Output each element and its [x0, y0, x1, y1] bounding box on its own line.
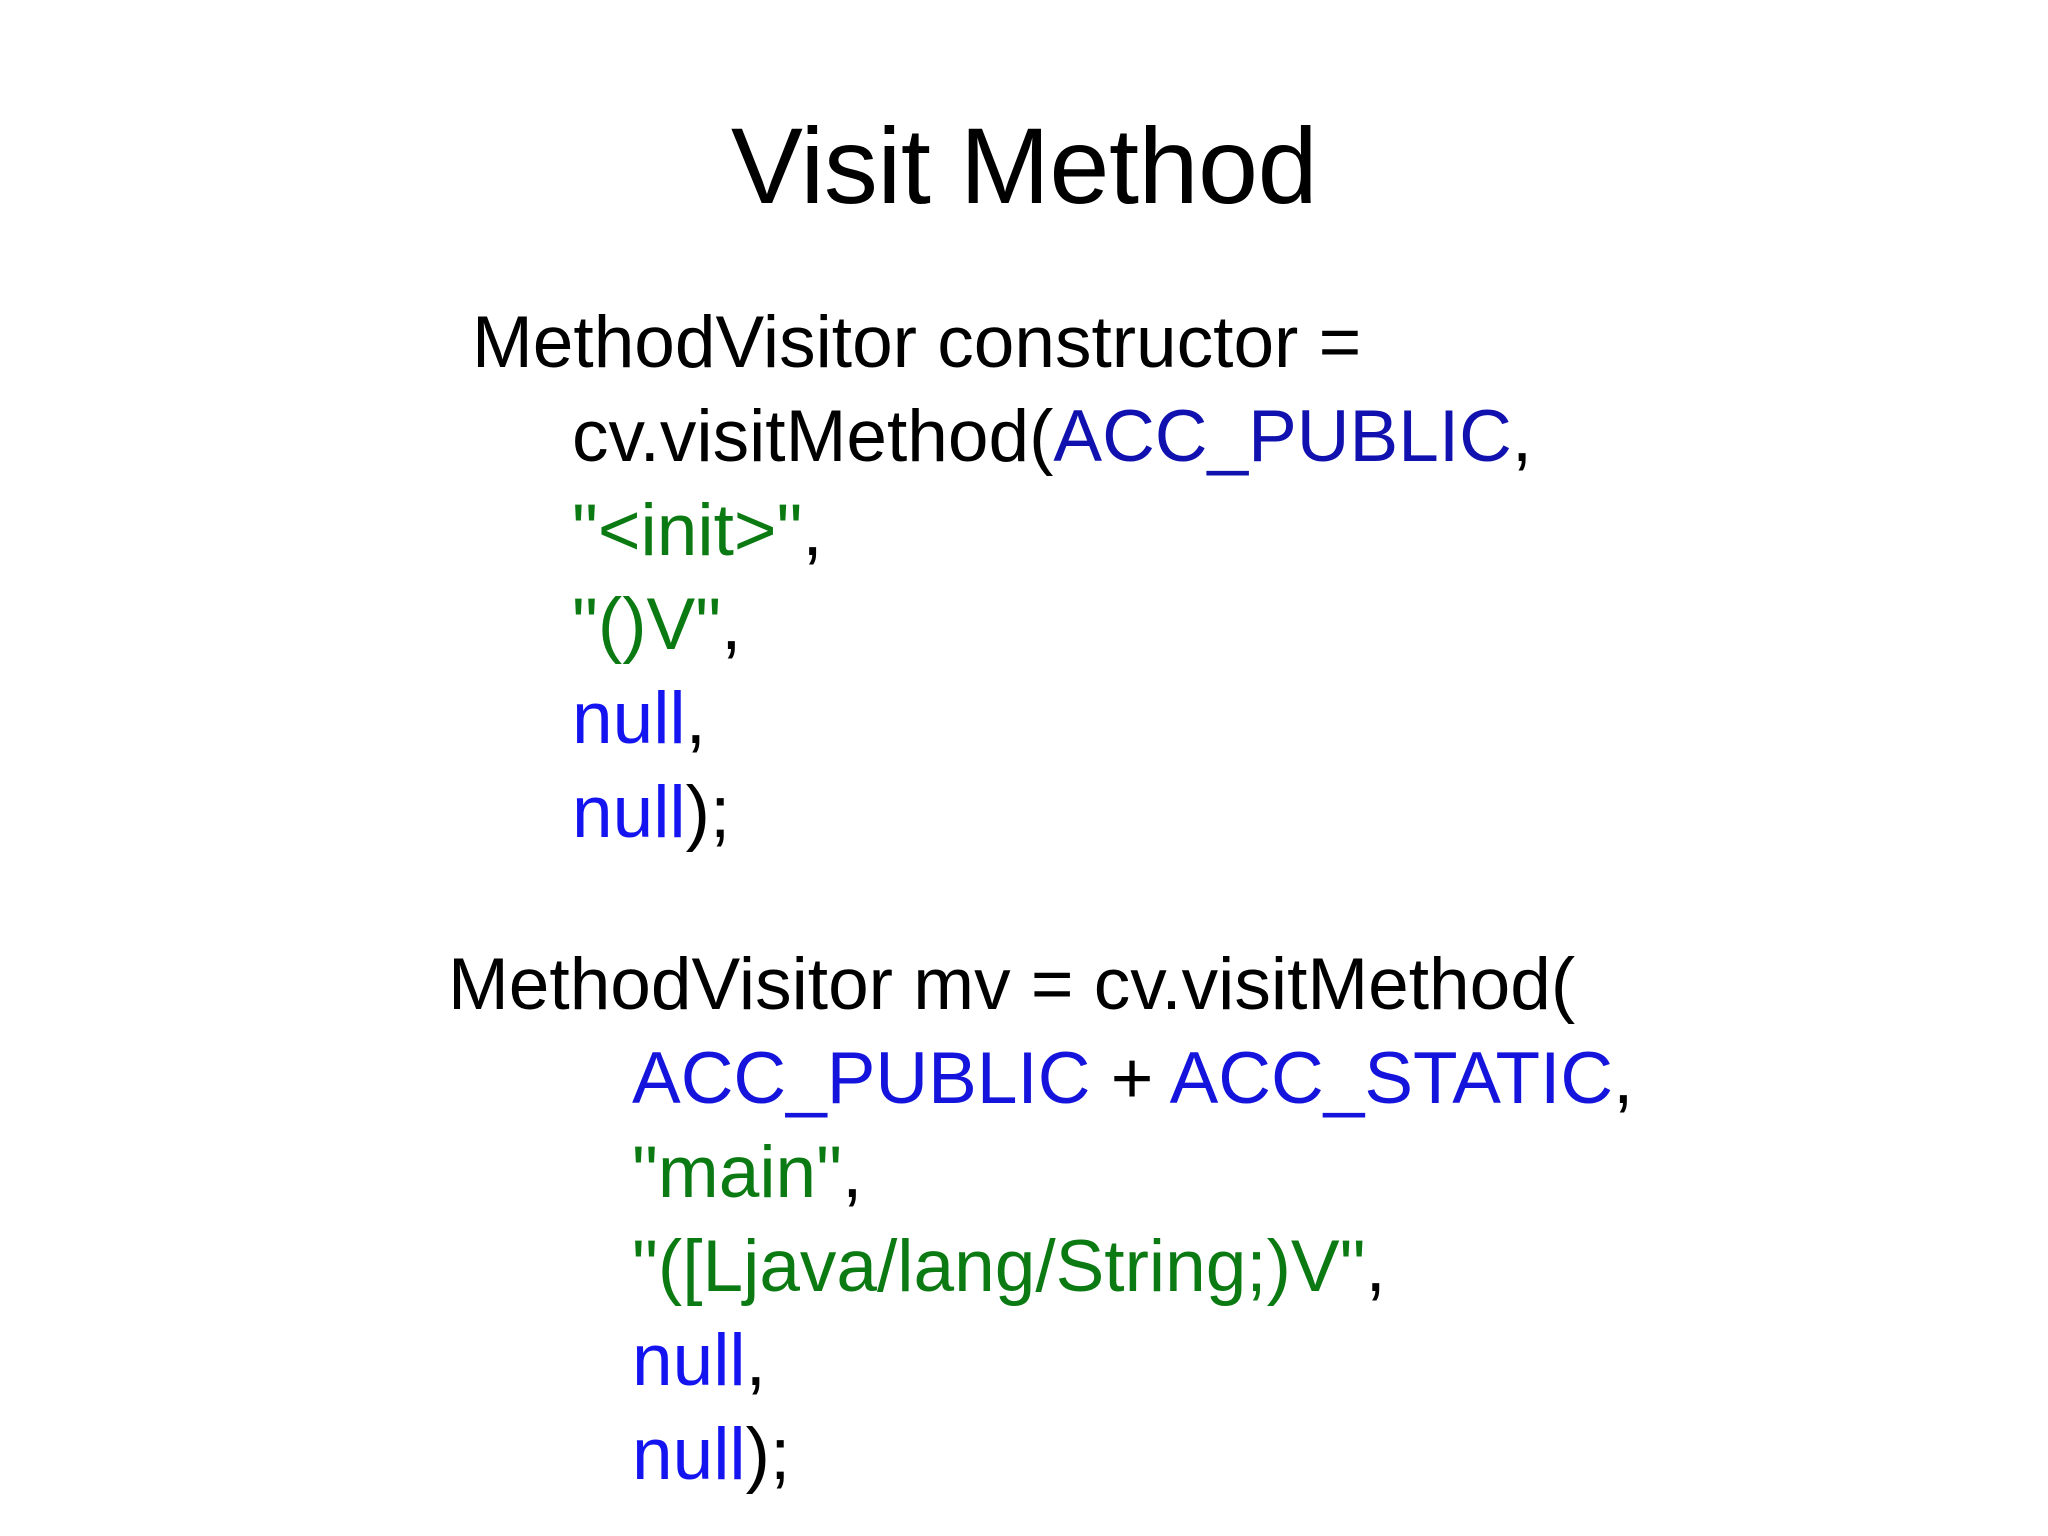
- code-line: null);: [0, 766, 2048, 860]
- code-token-string: "<init>": [572, 490, 803, 571]
- code-line: ACC_PUBLIC + ACC_STATIC,: [0, 1032, 2048, 1126]
- code-token-declaration: MethodVisitor constructor =: [472, 302, 1362, 383]
- code-token-punctuation: ,: [721, 584, 742, 665]
- code-token-constant: ACC_PUBLIC: [632, 1038, 1091, 1119]
- code-token-punctuation: ,: [842, 1132, 863, 1213]
- code-token-constant: ACC_PUBLIC: [1053, 396, 1512, 477]
- code-body: MethodVisitor constructor = cv.visitMeth…: [0, 296, 2048, 1502]
- code-token-punctuation: ,: [1511, 396, 1533, 477]
- page-title: Visit Method: [730, 105, 1318, 226]
- code-token-punctuation: );: [685, 772, 731, 853]
- code-token-keyword-null: null: [572, 678, 686, 759]
- code-token-keyword-null: null: [572, 772, 686, 853]
- code-line: cv.visitMethod(ACC_PUBLIC,: [0, 390, 2048, 484]
- code-token-punctuation: ,: [1365, 1226, 1386, 1307]
- code-token-punctuation: );: [745, 1414, 791, 1495]
- code-token-keyword-null: null: [632, 1414, 746, 1495]
- code-token-punctuation: ,: [1613, 1038, 1634, 1119]
- code-line: "([Ljava/lang/String;)V",: [0, 1220, 2048, 1314]
- code-line: MethodVisitor constructor =: [0, 296, 2048, 390]
- code-token-constant: ACC_STATIC: [1169, 1038, 1614, 1119]
- code-token-operator: +: [1090, 1038, 1170, 1119]
- code-line: null,: [0, 672, 2048, 766]
- code-token-string: "()V": [572, 584, 722, 665]
- code-line: "<init>",: [0, 484, 2048, 578]
- code-block-main-method: MethodVisitor mv = cv.visitMethod( ACC_P…: [0, 938, 2048, 1502]
- code-token-punctuation: ,: [745, 1320, 766, 1401]
- code-line: "()V",: [0, 578, 2048, 672]
- code-token-string: "main": [632, 1132, 843, 1213]
- code-token-call: cv.visitMethod(: [572, 396, 1054, 477]
- code-block-constructor: MethodVisitor constructor = cv.visitMeth…: [0, 296, 2048, 860]
- code-token-string: "([Ljava/lang/String;)V": [632, 1226, 1366, 1307]
- code-line: null);: [0, 1408, 2048, 1502]
- code-token-punctuation: ,: [802, 490, 823, 571]
- code-token-keyword-null: null: [632, 1320, 746, 1401]
- code-token-declaration: MethodVisitor mv = cv.visitMethod(: [448, 944, 1576, 1025]
- code-line: null,: [0, 1314, 2048, 1408]
- code-line: "main",: [0, 1126, 2048, 1220]
- code-line: MethodVisitor mv = cv.visitMethod(: [0, 938, 2048, 1032]
- code-token-punctuation: ,: [685, 678, 706, 759]
